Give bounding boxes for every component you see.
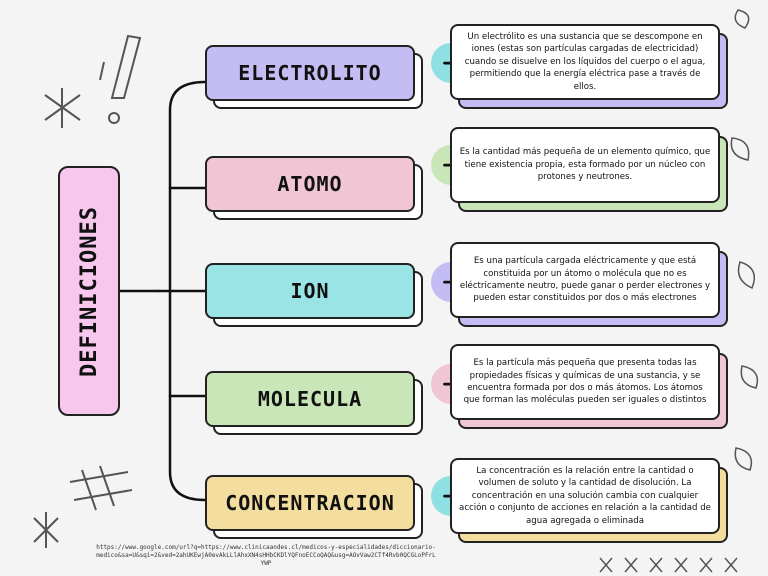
central-topic-box: DEFINICIONES [58,166,120,416]
term-concentracion: CONCENTRACION [205,475,423,539]
hash-doodle [69,465,133,511]
definition-text: Un electrólito es una sustancia que se d… [464,31,706,92]
term-atomo: ATOMO [205,156,423,220]
cross-doodle [599,557,738,573]
definition-text: Es la partícula más pequeña que presenta… [463,358,707,406]
source-url: https://www.google.com/url?q=https://www… [96,544,436,568]
small-asterisk-doodle [33,512,59,548]
definition-card-atomo: Es la cantidad más pequeña de un element… [450,127,728,212]
definition-text: Es una partícula cargada eléctricamente … [459,256,711,304]
exclamation-doodle [99,34,142,124]
asterisk-doodle [44,88,81,128]
central-topic-label: DEFINICIONES [76,205,102,377]
term-label: MOLECULA [257,387,363,411]
definition-card-concentracion: La concentración es la relación entre la… [450,458,728,543]
term-ion: ION [205,263,423,327]
term-electrolito: ELECTROLITO [205,45,423,109]
term-label: ELECTROLITO [238,61,382,85]
definition-card-ion: Es una partícula cargada eléctricamente … [450,242,728,327]
term-label: CONCENTRACION [225,491,395,515]
definition-card-molecula: Es la partícula más pequeña que presenta… [450,344,728,429]
term-label: ION [290,279,330,303]
definition-card-electrolito: Un electrólito es una sustancia que se d… [450,24,728,109]
definition-text: Es la cantidad más pequeña de un element… [459,147,711,183]
leaf-doodle [730,9,759,471]
definition-text: La concentración es la relación entre la… [459,465,711,526]
term-molecula: MOLECULA [205,371,423,435]
term-label: ATOMO [277,172,343,196]
